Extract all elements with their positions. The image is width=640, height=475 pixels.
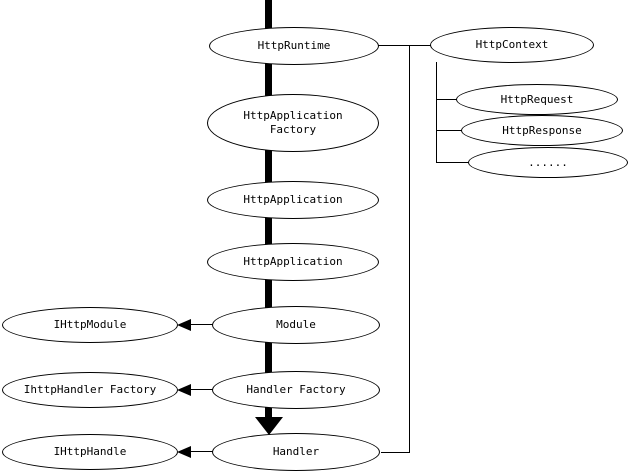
node-httprequest-label: HttpRequest [500, 92, 574, 106]
node-ihttphandler-factory-label: IhttpHandler Factory [23, 383, 157, 397]
edge-context-request [436, 99, 457, 100]
node-httprequest: HttpRequest [456, 84, 618, 115]
edge-handler-ihttphandle [191, 451, 213, 452]
handler-factory-arrowhead-icon [177, 384, 191, 396]
node-httpruntime: HttpRuntime [209, 27, 379, 65]
edge-runtime-handler-vertical [409, 45, 410, 453]
node-ihttphandle-label: IHttpHandle [53, 445, 127, 459]
node-ihttpmodule: IHttpModule [2, 307, 178, 343]
module-arrowhead-icon [177, 319, 191, 331]
node-handler-factory: Handler Factory [212, 371, 380, 409]
node-ellipsis: ...... [468, 147, 628, 178]
edge-context-ellipsis [436, 162, 469, 163]
node-httpapplication-factory-label: HttpApplication Factory [243, 109, 343, 136]
node-httpresponse: HttpResponse [461, 115, 623, 146]
node-httpruntime-label: HttpRuntime [257, 39, 331, 53]
edge-context-response [436, 130, 462, 131]
edge-runtime-context [378, 45, 432, 46]
node-httpcontext: HttpContext [430, 27, 594, 63]
node-ihttphandle: IHttpHandle [2, 434, 178, 470]
node-httpapplication-2: HttpApplication [207, 243, 379, 281]
edge-context-children-vertical [436, 62, 437, 163]
node-module-label: Module [276, 318, 316, 332]
node-handler-factory-label: Handler Factory [246, 383, 346, 397]
node-httpapplication-1-label: HttpApplication [243, 193, 343, 207]
handler-arrowhead-icon [177, 446, 191, 458]
node-httpresponse-label: HttpResponse [502, 123, 582, 137]
node-handler-label: Handler [272, 445, 320, 459]
node-ellipsis-label: ...... [528, 155, 568, 169]
node-ihttphandler-factory: IhttpHandler Factory [2, 372, 178, 408]
edge-handlerfactory-ihttphandlerfactory [191, 389, 213, 390]
node-httpcontext-label: HttpContext [475, 38, 549, 52]
edge-runtime-handler-horizontal [381, 452, 410, 453]
node-httpapplication-2-label: HttpApplication [243, 255, 343, 269]
node-handler: Handler [212, 433, 380, 471]
edge-module-ihttpmodule [191, 324, 213, 325]
node-ihttpmodule-label: IHttpModule [53, 318, 127, 332]
node-httpapplication-factory: HttpApplication Factory [207, 94, 379, 152]
node-httpapplication-1: HttpApplication [207, 181, 379, 219]
node-module: Module [212, 306, 380, 344]
main-flow-arrowhead-icon [255, 417, 283, 435]
